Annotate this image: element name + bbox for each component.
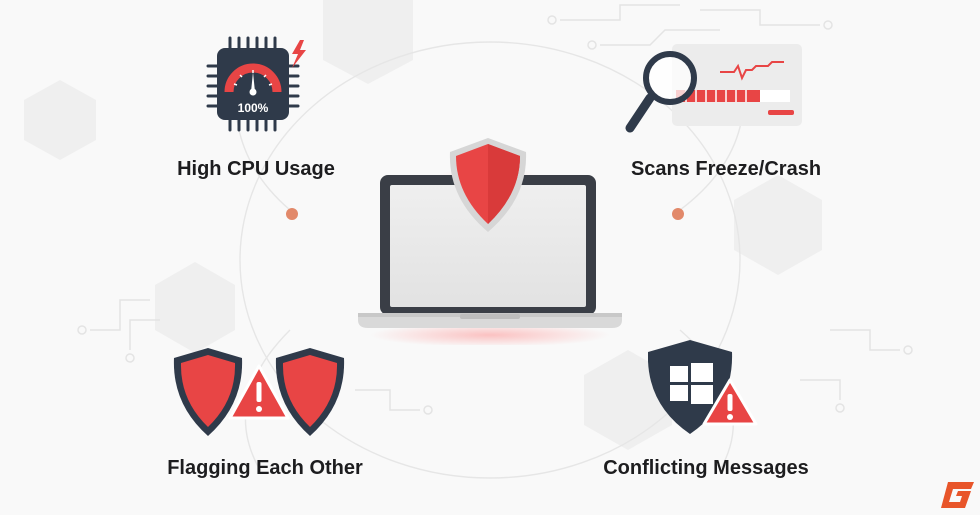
connector-dot xyxy=(286,208,298,220)
label-high-cpu-usage: High CPU Usage xyxy=(177,158,335,180)
double-shield-warning-icon xyxy=(172,346,350,438)
laptop-shield-icon xyxy=(350,130,630,345)
windows-shield-warning-icon xyxy=(648,338,760,436)
brand-logo xyxy=(940,480,976,510)
label-conflicting-messages: Conflicting Messages xyxy=(603,457,809,479)
cpu-speedometer-icon: 100% xyxy=(204,36,314,136)
magnifier-progress-icon xyxy=(622,40,807,140)
connector-dot xyxy=(672,208,684,220)
cpu-gauge-text: 100% xyxy=(238,101,269,115)
label-flagging-each-other: Flagging Each Other xyxy=(167,457,363,479)
label-scans-freeze-crash: Scans Freeze/Crash xyxy=(630,158,822,180)
